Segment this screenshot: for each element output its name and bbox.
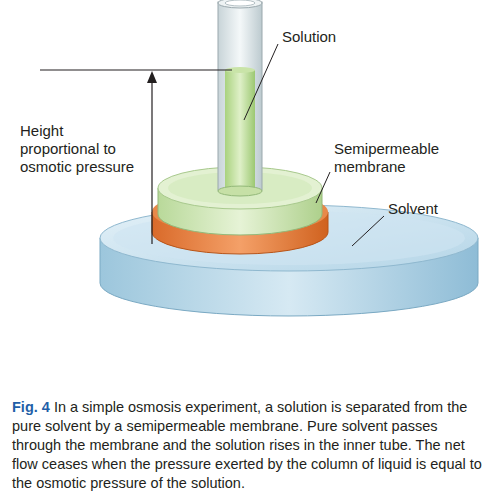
part-label: Semipermeable membrane (334, 140, 454, 176)
caption-text: In a simple osmosis experiment, a soluti… (12, 399, 482, 491)
part-label: Solution (282, 28, 402, 46)
dimension-label: Height proportional to osmotic pressure (20, 122, 138, 176)
figure-caption: Fig. 4In a simple osmosis experiment, a … (12, 398, 484, 493)
figure-number: Fig. 4 (12, 399, 50, 415)
part-label: Solvent (388, 200, 488, 218)
